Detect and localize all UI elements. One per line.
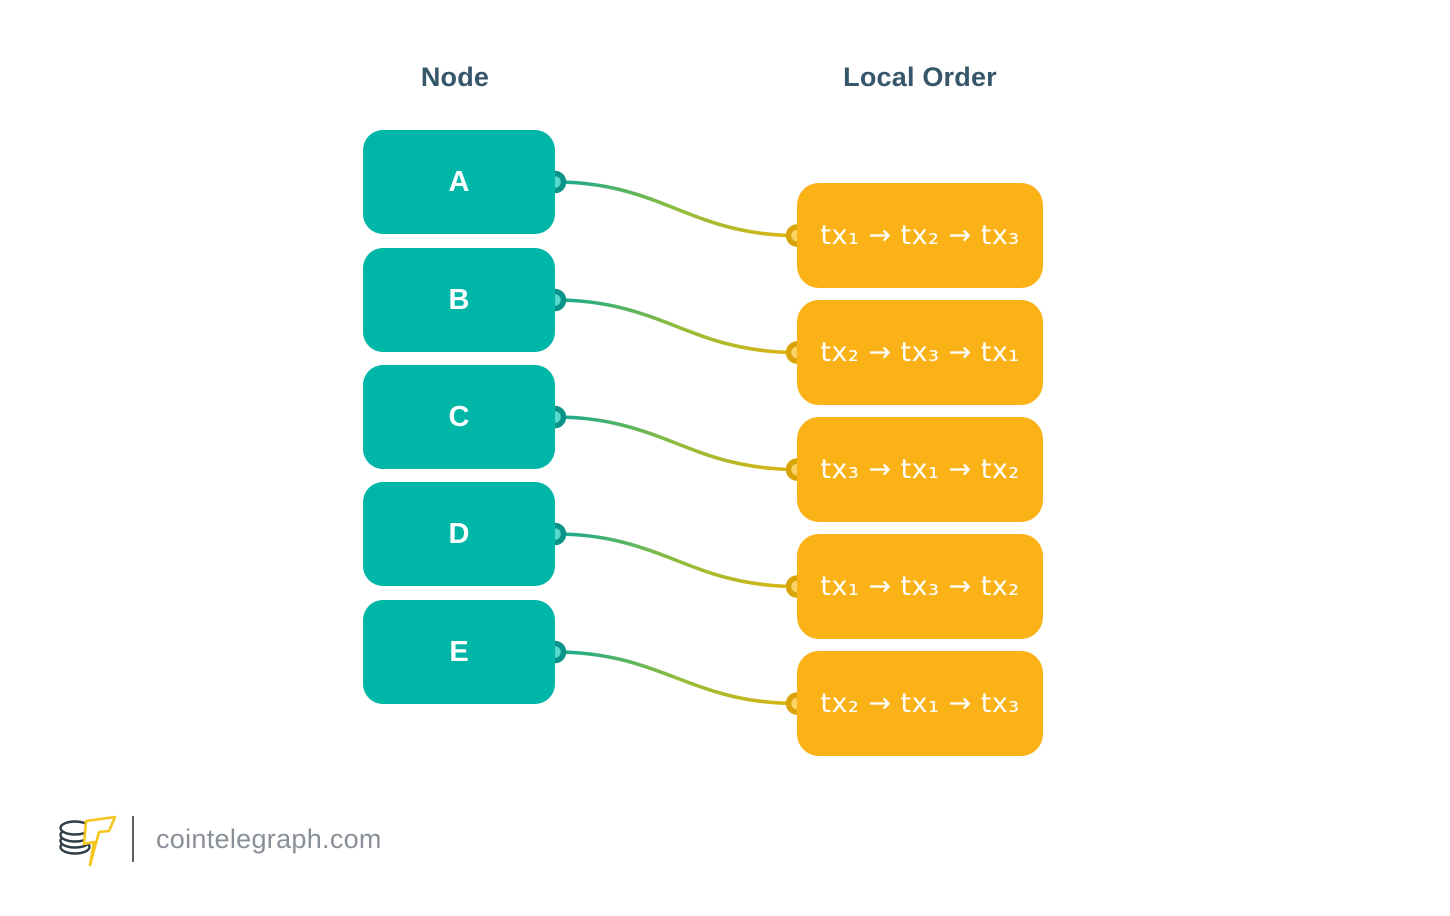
node-label: C xyxy=(448,400,470,433)
local-order-box-1: tx₁ → tx₂ → tx₃ xyxy=(797,183,1043,288)
node-label: D xyxy=(448,517,470,550)
local-order-box-3: tx₃ → tx₁ → tx₂ xyxy=(797,417,1043,522)
column-header-local-order: Local Order xyxy=(843,62,997,92)
footer: cointelegraph.com xyxy=(54,808,382,870)
cointelegraph-logo-icon xyxy=(59,815,116,867)
footer-site-text: cointelegraph.com xyxy=(156,823,382,854)
footer-divider xyxy=(132,816,134,862)
local-order-box-4: tx₁ → tx₃ → tx₂ xyxy=(797,534,1043,639)
node-box-d: D xyxy=(363,482,555,586)
column-header-node: Node xyxy=(420,62,490,92)
local-order-text: tx₂ → tx₁ → tx₃ xyxy=(820,688,1020,719)
local-order-text: tx₁ → tx₂ → tx₃ xyxy=(820,220,1020,251)
local-order-text: tx₃ → tx₁ → tx₂ xyxy=(820,454,1020,485)
connection-curve-b xyxy=(554,298,798,355)
connection-curve-a xyxy=(554,180,798,238)
node-label: A xyxy=(448,165,470,198)
node-label: E xyxy=(449,635,469,668)
node-box-e: E xyxy=(363,600,555,704)
local-order-box-2: tx₂ → tx₃ → tx₁ xyxy=(797,300,1043,405)
lightning-bolt xyxy=(82,815,116,867)
node-box-c: C xyxy=(363,365,555,469)
node-box-b: B xyxy=(363,248,555,352)
local-order-text: tx₁ → tx₃ → tx₂ xyxy=(820,571,1020,602)
local-order-box-5: tx₂ → tx₁ → tx₃ xyxy=(797,651,1043,756)
node-box-a: A xyxy=(363,130,555,234)
node-label: B xyxy=(448,283,470,316)
local-order-text: tx₂ → tx₃ → tx₁ xyxy=(820,337,1020,368)
connection-curve-c xyxy=(554,415,798,472)
connection-curve-e xyxy=(554,650,798,706)
connection-curve-d xyxy=(554,532,798,589)
